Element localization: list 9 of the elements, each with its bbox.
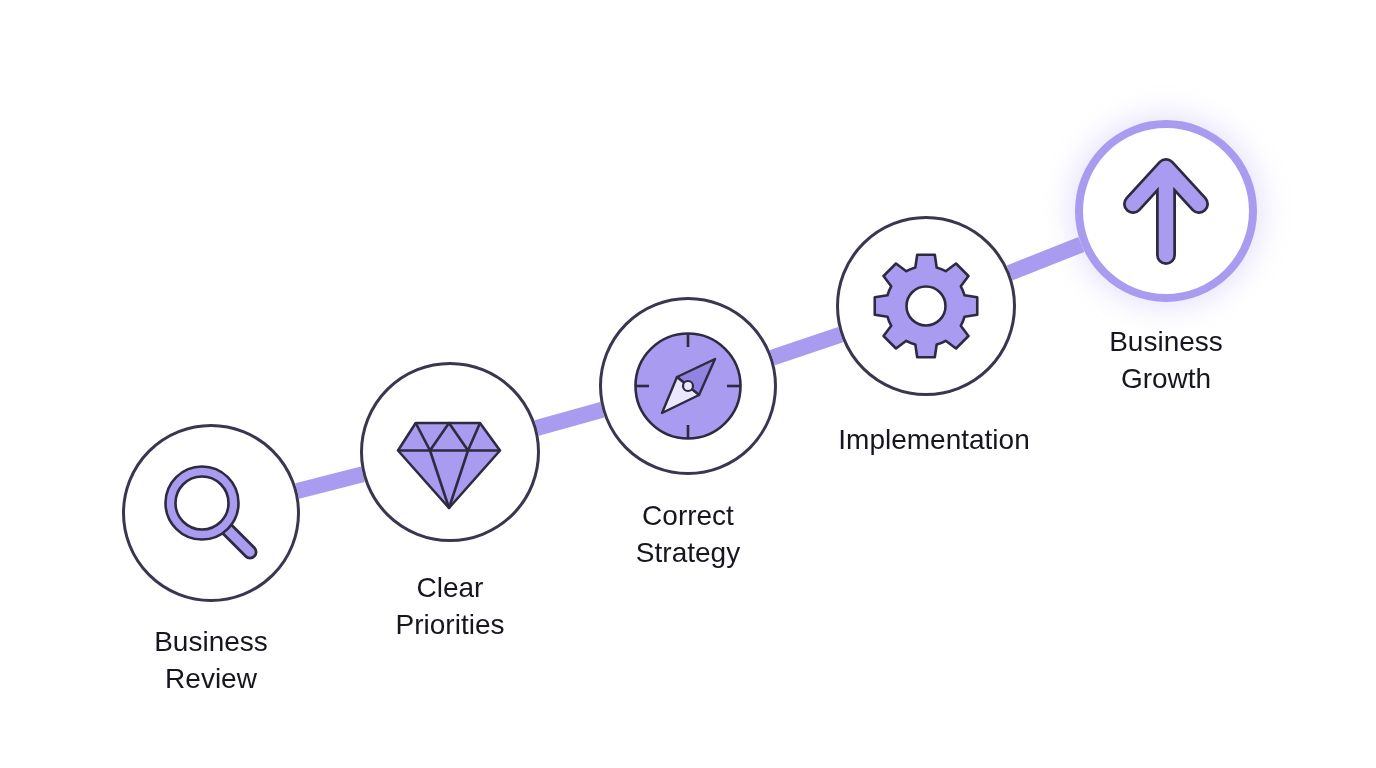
step-label: Correct Strategy: [635, 499, 741, 570]
step-label: Implementation: [838, 423, 1030, 457]
step-label: Business Review: [154, 625, 268, 696]
step-label: Business Growth: [1109, 325, 1223, 396]
connector: [534, 402, 605, 436]
connector: [769, 327, 844, 366]
connector: [295, 466, 365, 499]
step-label: Clear Priorities: [395, 571, 505, 642]
connector: [1006, 237, 1085, 281]
